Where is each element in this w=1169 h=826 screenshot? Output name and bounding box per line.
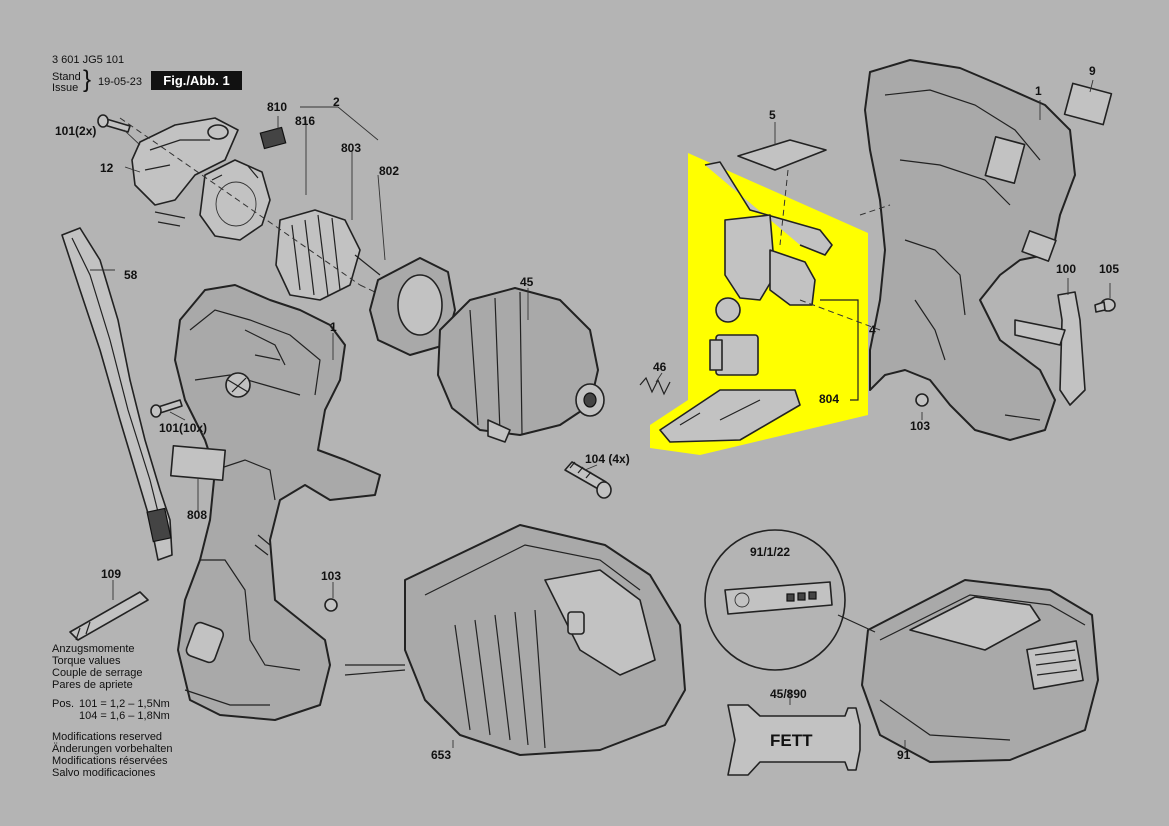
callout-103-left: 103 [321, 569, 342, 583]
issue-label: Issue [52, 82, 79, 94]
grease-tube-part [727, 704, 861, 776]
callout-653: 653 [431, 748, 452, 762]
wrist-strap-part [61, 227, 173, 561]
callout-810: 810 [267, 100, 288, 114]
label-9-part [1063, 82, 1113, 126]
screw-104-part [564, 461, 612, 499]
brush-part [259, 126, 287, 150]
right-housing-part [864, 59, 1076, 441]
belt-clip-part [1014, 291, 1086, 406]
battery-part [861, 579, 1099, 763]
callout-45-890: 45/890 [770, 687, 807, 701]
issue-date: 19-05-23 [98, 76, 143, 88]
nut-103-left [324, 598, 338, 612]
callout-1-left: 1 [330, 320, 337, 334]
torque-line-3: Couple de serrage [52, 667, 143, 679]
nut-103-right [915, 393, 929, 407]
callout-5: 5 [769, 108, 776, 122]
callout-101-2x: 101(2x) [55, 124, 97, 138]
gearbox-part [437, 287, 605, 443]
callout-803: 803 [341, 141, 362, 155]
torque-pos-101: 101 = 1,2 – 1,5Nm [79, 698, 170, 710]
torque-pos-label: Pos. [52, 698, 75, 710]
brush-cap-part [131, 117, 239, 227]
callout-46: 46 [653, 360, 667, 374]
modifications-en: Modifications reserved [52, 731, 163, 743]
callout-100: 100 [1056, 262, 1077, 276]
fett-label: FETT [770, 731, 813, 750]
callout-58: 58 [124, 268, 138, 282]
charger-part [344, 524, 686, 756]
battery-detail-magnifier [704, 529, 876, 671]
figure-label: Fig./Abb. 1 [151, 71, 242, 90]
callout-109: 109 [101, 567, 122, 581]
brace: } [83, 66, 92, 93]
armature-part [119, 117, 511, 356]
callout-103-right: 103 [910, 419, 931, 433]
left-housing-part [174, 284, 381, 721]
cover-5-part [737, 139, 827, 171]
modifications-es: Salvo modificaciones [52, 767, 156, 779]
callout-4: 4 [869, 323, 876, 337]
doc-number: 3 601 JG5 101 [52, 54, 125, 66]
label-808-part [169, 444, 227, 482]
torque-line-4: Pares de apriete [52, 679, 133, 691]
callout-816: 816 [295, 114, 316, 128]
callout-91: 91 [897, 748, 911, 762]
callout-101-10x: 101(10x) [159, 421, 208, 435]
bit-part [69, 591, 149, 641]
brush-holder-part [199, 159, 271, 241]
callout-45: 45 [520, 275, 534, 289]
torque-line-1: Anzugsmomente [52, 643, 135, 655]
torque-line-2: Torque values [52, 655, 121, 667]
spring-part [639, 376, 671, 396]
modifications-de: Änderungen vorbehalten [52, 743, 173, 755]
callout-802: 802 [379, 164, 400, 178]
screw-105-part [1094, 298, 1116, 313]
callout-9: 9 [1089, 64, 1096, 78]
callout-804: 804 [819, 392, 840, 406]
callout-2: 2 [333, 95, 340, 109]
screw-101-part [97, 114, 131, 133]
callout-808: 808 [187, 508, 208, 522]
callout-bracket-4 [820, 299, 859, 401]
screw-101-10x-part [150, 399, 183, 418]
callout-91-1-22: 91/1/22 [750, 545, 791, 559]
callout-104-4x: 104 (4x) [585, 452, 630, 466]
callout-105: 105 [1099, 262, 1120, 276]
modifications-fr: Modifications réservées [52, 755, 168, 767]
torque-pos-104: 104 = 1,6 – 1,8Nm [79, 710, 170, 722]
stand-label: Stand [52, 71, 81, 83]
callout-12: 12 [100, 161, 114, 175]
callout-1-right: 1 [1035, 84, 1042, 98]
